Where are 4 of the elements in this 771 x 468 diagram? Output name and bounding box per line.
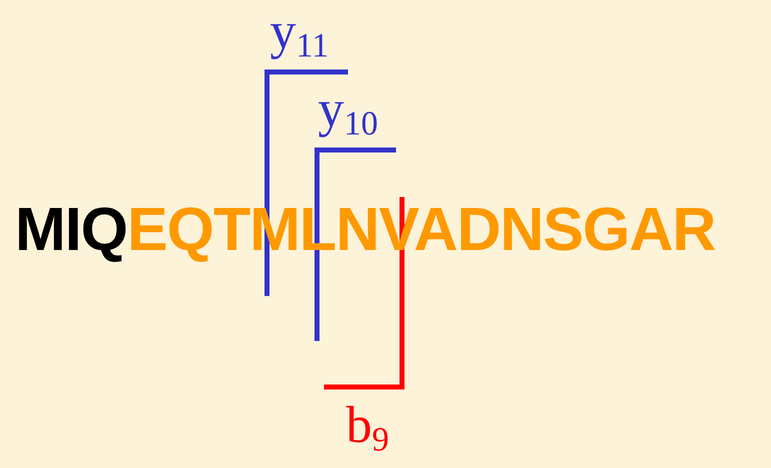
sequence-prefix: MIQ [15, 194, 128, 264]
ion-label: y$_{11}$ [270, 4, 329, 66]
ion-label: b$_{9}$ [346, 398, 389, 460]
ion-label: y$_{10}$ [318, 82, 378, 144]
